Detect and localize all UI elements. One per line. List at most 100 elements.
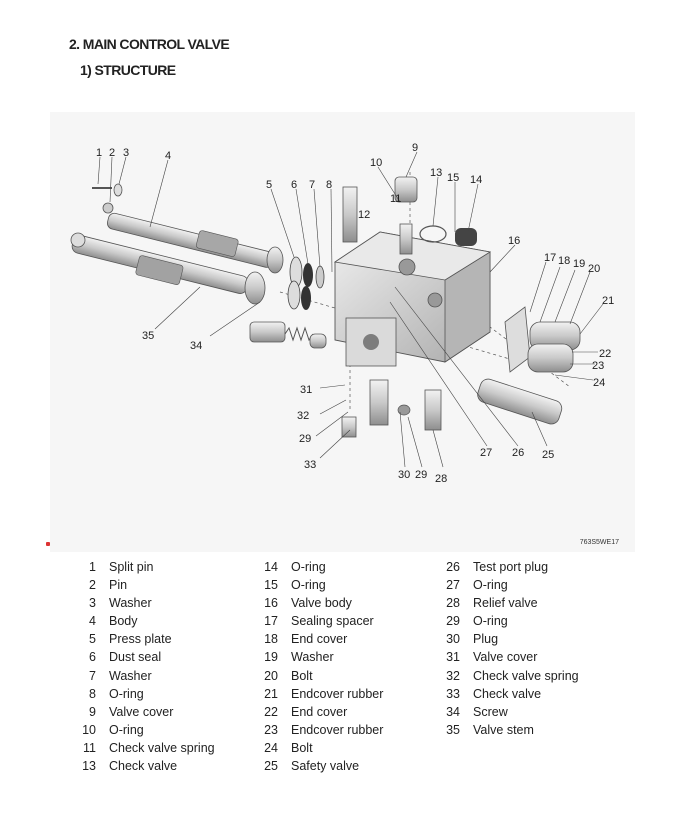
callout-label: 35	[142, 330, 154, 342]
part-name: Valve cover	[109, 704, 174, 719]
part-number: 4	[89, 614, 96, 629]
parts-row: 29 O-ring	[442, 612, 579, 630]
part-name: Valve body	[291, 596, 352, 611]
part-name: Split pin	[109, 560, 154, 574]
part-number: 32	[446, 668, 460, 683]
callout-labels: 1 2 3 4 5 6 7 8 9 10 11 12 13 15 14 16 1…	[96, 142, 614, 485]
callout-label: 14	[470, 174, 482, 186]
figure-code: 763S5WE17	[579, 539, 619, 546]
page-title: 2. MAIN CONTROL VALVE	[69, 36, 230, 52]
callout-label: 2	[109, 147, 115, 159]
split-pin-assembly	[92, 183, 123, 214]
part-number: 8	[89, 686, 96, 701]
part-number: 27	[446, 578, 460, 593]
callout-label: 9	[412, 142, 418, 154]
callout-label: 32	[297, 410, 309, 422]
part-name: Relief valve	[473, 596, 538, 611]
callout-label: 1	[96, 147, 102, 159]
parts-row: 24 Bolt	[260, 739, 383, 757]
part-number: 19	[264, 650, 278, 665]
part-number: 2	[89, 578, 96, 593]
callout-label: 33	[304, 459, 316, 471]
parts-row: 31 Valve cover	[442, 648, 579, 666]
safety-valve	[477, 378, 563, 425]
part-name: Check valve spring	[109, 740, 215, 755]
callout-label: 16	[508, 235, 520, 247]
part-number: 28	[446, 596, 460, 611]
part-number: 26	[446, 560, 460, 574]
part-number: 13	[82, 759, 96, 774]
part-name: Bolt	[291, 668, 313, 683]
callout-label: 29	[299, 433, 311, 445]
parts-row: 2 Pin	[78, 576, 215, 594]
part-name: Washer	[291, 650, 334, 665]
callout-label: 11	[390, 193, 401, 205]
part-name: O-ring	[109, 686, 144, 701]
callout-label: 7	[309, 179, 315, 191]
part-name: Valve cover	[473, 650, 538, 665]
callout-label: 25	[542, 449, 554, 461]
callout-label: 20	[588, 263, 600, 275]
margin-marker	[46, 542, 50, 546]
part-number: 7	[89, 668, 96, 683]
screw-spring-assembly	[249, 321, 327, 349]
part-number: 14	[264, 560, 278, 574]
part-number: 25	[264, 759, 278, 774]
top-check-valve-assembly	[342, 176, 477, 255]
seal-stack	[287, 256, 325, 310]
callout-label: 26	[512, 447, 524, 459]
section-subtitle: 1) STRUCTURE	[80, 62, 176, 78]
exploded-view-drawing: 1 2 3 4 5 6 7 8 9 10 11 12 13 15 14 16 1…	[70, 142, 614, 485]
callout-label: 21	[602, 295, 614, 307]
part-number: 35	[446, 722, 460, 737]
part-number: 23	[264, 722, 278, 737]
callout-label: 30	[398, 469, 410, 481]
part-name: End cover	[291, 704, 348, 719]
part-name: Sealing spacer	[291, 614, 374, 629]
part-number: 31	[446, 650, 460, 665]
callout-label: 8	[326, 179, 332, 191]
part-name: Endcover rubber	[291, 722, 384, 737]
parts-row: 8 O-ring	[78, 685, 215, 703]
callout-label: 23	[592, 360, 604, 372]
callout-label: 31	[300, 384, 312, 396]
bottom-valve-assembly	[341, 379, 442, 438]
valve-body	[333, 231, 492, 367]
callout-label: 3	[123, 147, 129, 159]
part-name: Pin	[109, 578, 128, 593]
part-number: 3	[89, 596, 96, 611]
parts-row: 33 Check valve	[442, 685, 579, 703]
part-number: 30	[446, 632, 460, 647]
part-name: Test port plug	[473, 560, 549, 574]
part-name: O-ring	[291, 578, 326, 593]
part-name: O-ring	[473, 578, 508, 593]
upper-valve-stem	[107, 212, 284, 274]
part-number: 24	[264, 740, 278, 755]
callout-label: 19	[573, 258, 585, 270]
part-number: 17	[264, 614, 278, 629]
part-name: Check valve	[473, 686, 542, 701]
part-name: Check valve spring	[473, 668, 579, 683]
part-name: O-ring	[473, 614, 508, 629]
part-name: Bolt	[291, 740, 313, 755]
callout-label: 18	[558, 255, 570, 267]
part-number: 34	[446, 704, 460, 719]
part-name: Press plate	[109, 632, 172, 647]
part-number: 29	[446, 614, 460, 629]
part-number: 33	[446, 686, 460, 701]
lower-valve-stem	[70, 232, 266, 305]
